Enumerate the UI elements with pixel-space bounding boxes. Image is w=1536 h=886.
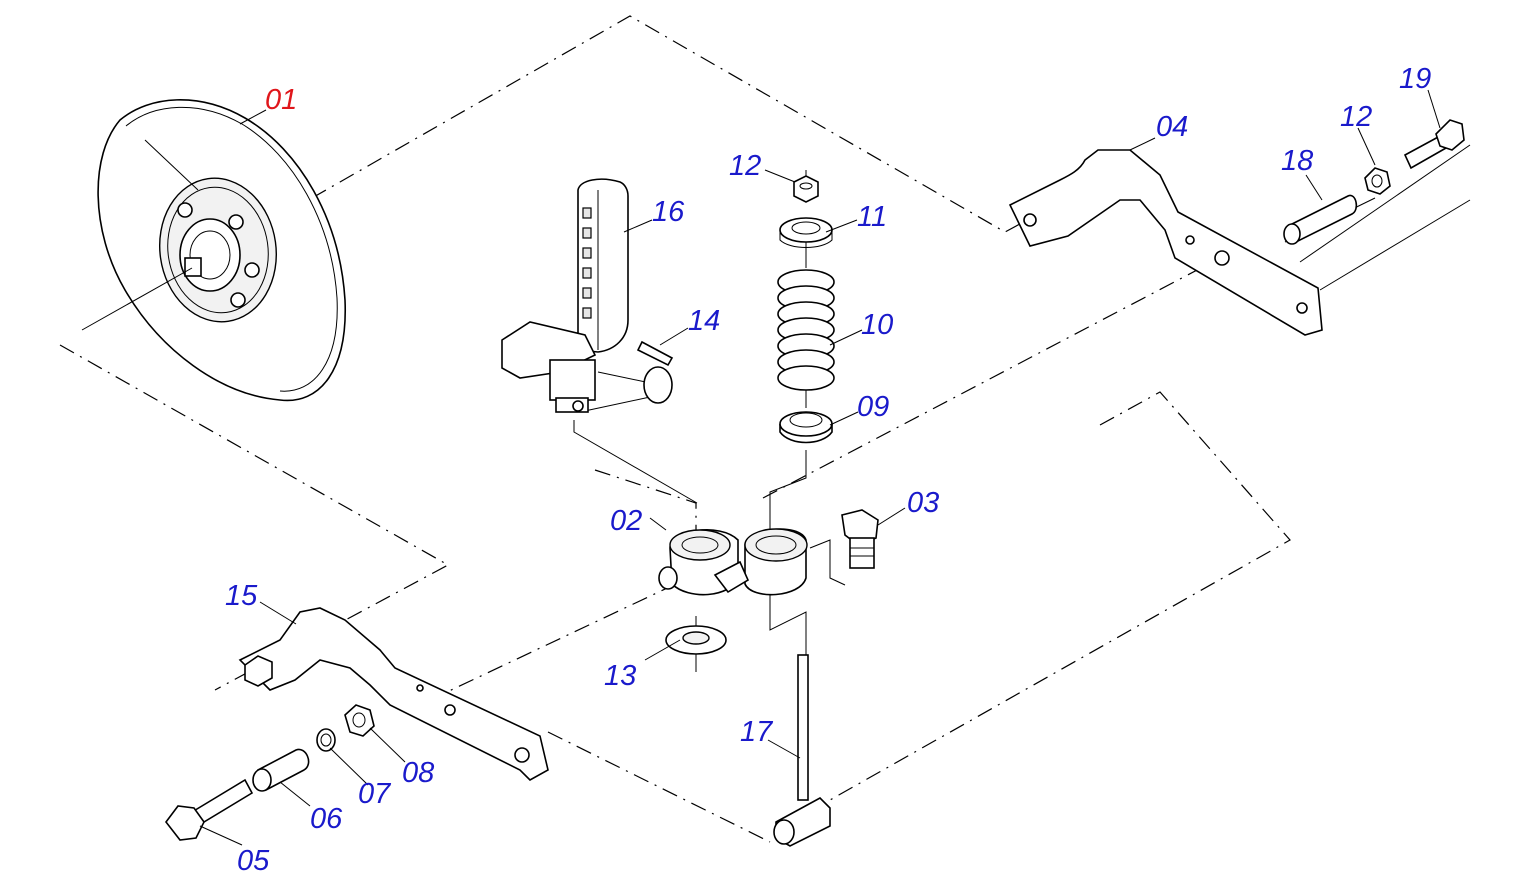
part-13-washer: [665, 625, 727, 655]
callout-16: 16: [652, 196, 685, 228]
part-12-nut-right: [1364, 167, 1391, 195]
part-03-grease-fitting: [841, 509, 879, 569]
callout-leader-lines: [199, 89, 1441, 846]
part-06-bushing: [252, 748, 310, 792]
part-08-nut: [344, 704, 375, 737]
callout-15: 15: [225, 580, 258, 612]
part-15-left-arm: [238, 607, 549, 781]
callout-14: 14: [688, 305, 720, 337]
part-12-top-nut: [793, 175, 819, 203]
callout-04: 04: [1156, 111, 1188, 143]
part-10-spring: [777, 269, 835, 391]
part-07-washer: [316, 728, 336, 752]
callout-labels: 01 02 03 04 05 06 07 08 09 10 11 12 12 1…: [225, 63, 1431, 877]
callout-19: 19: [1399, 63, 1431, 95]
part-14-pin: [636, 340, 674, 404]
part-18-bushing: [1283, 194, 1358, 245]
callout-13: 13: [604, 660, 636, 692]
callout-03: 03: [907, 487, 939, 519]
callout-06: 06: [310, 803, 343, 835]
callout-07: 07: [358, 778, 392, 810]
callout-02: 02: [610, 505, 642, 537]
part-16-handle-bracket: [501, 178, 629, 413]
callout-12-top: 12: [729, 150, 761, 182]
callout-17: 17: [740, 716, 774, 748]
part-05-bolt: [164, 778, 254, 841]
part-02-pivot-housing: [658, 528, 808, 596]
part-04-right-arm: [1008, 149, 1323, 336]
callout-18: 18: [1281, 145, 1313, 177]
callout-05: 05: [237, 845, 270, 877]
callout-08: 08: [402, 757, 434, 789]
part-01-disc: [81, 99, 346, 402]
callout-12-right: 12: [1340, 101, 1372, 133]
callout-01: 01: [265, 84, 297, 116]
callout-11: 11: [857, 201, 887, 233]
part-19-bolt: [1403, 119, 1465, 170]
callout-10: 10: [861, 309, 893, 341]
part-09-spring-seat: [779, 411, 833, 444]
part-17-long-bolt: [773, 654, 831, 847]
callout-09: 09: [857, 391, 889, 423]
